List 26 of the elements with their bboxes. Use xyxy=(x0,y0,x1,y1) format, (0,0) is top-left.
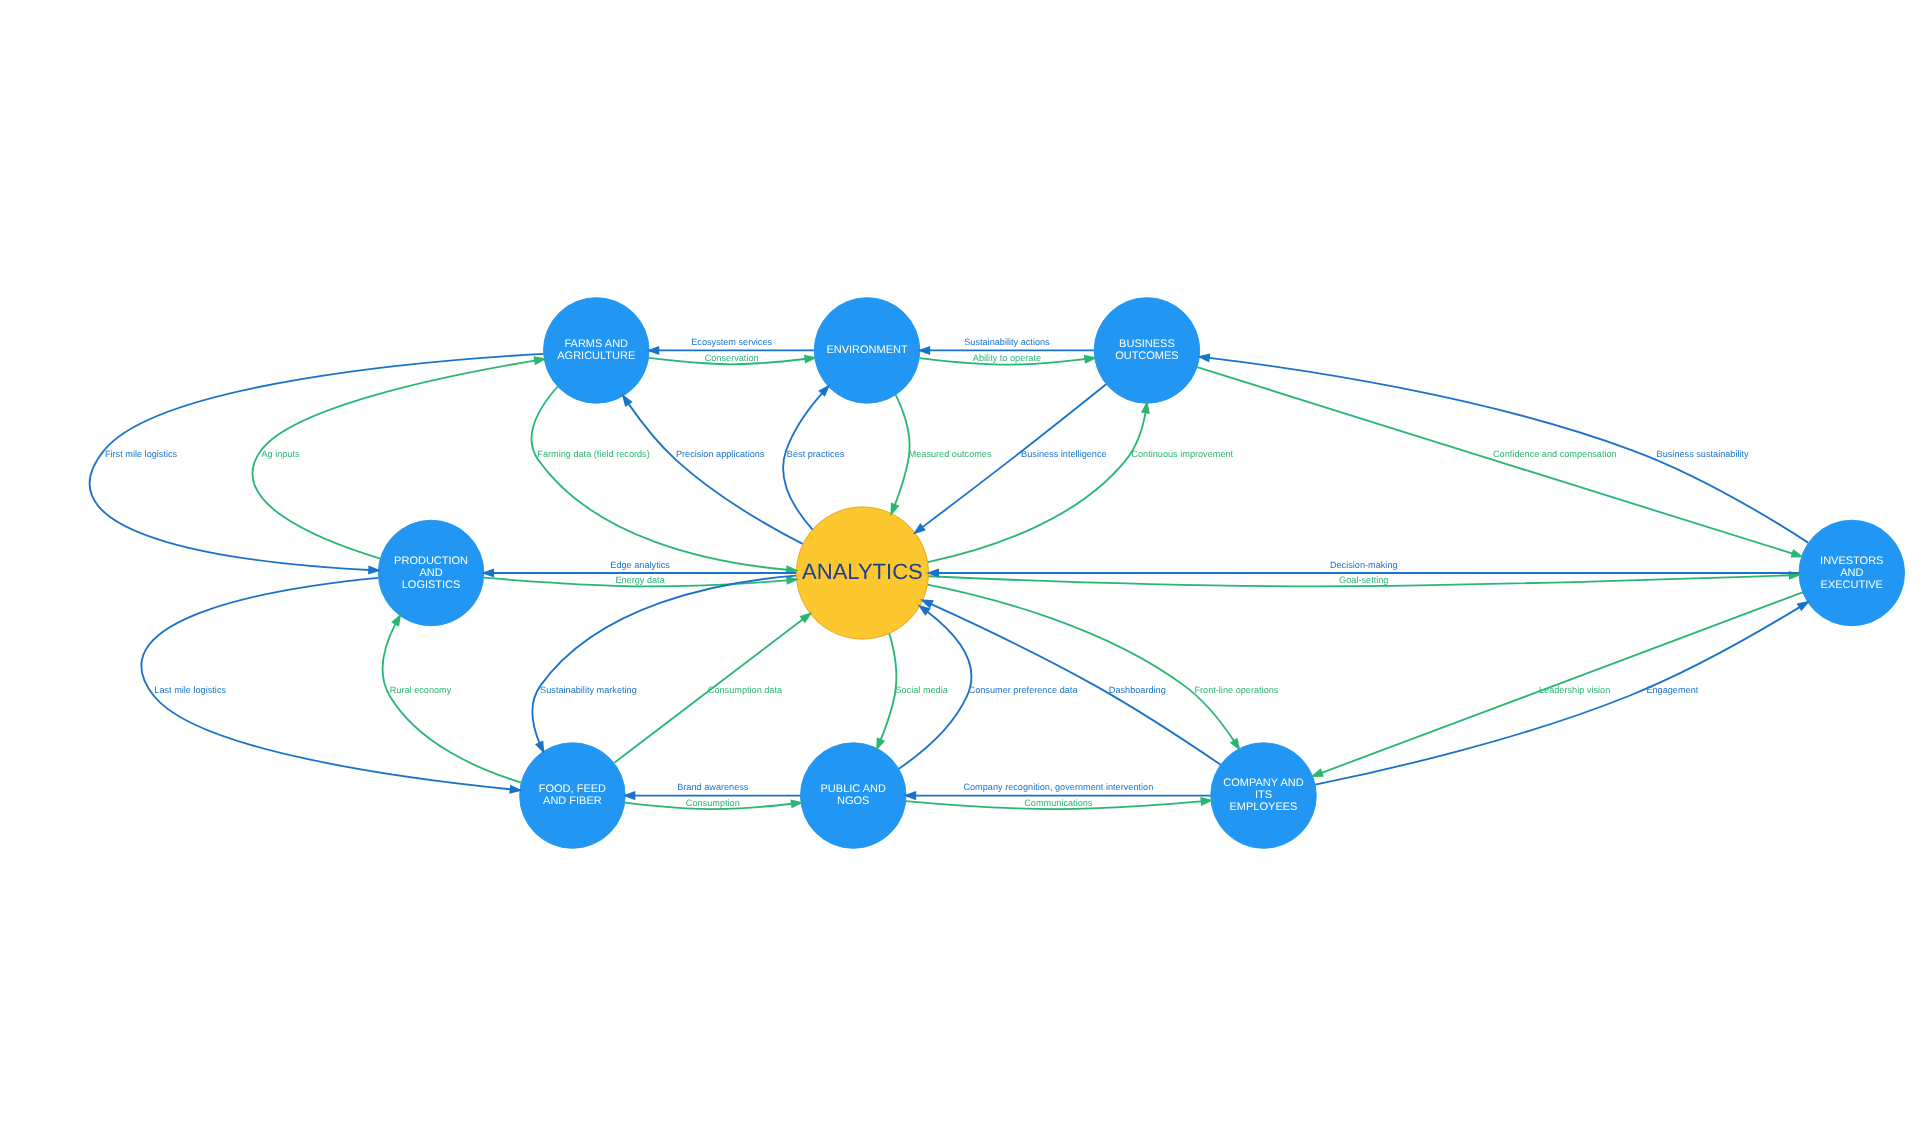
arrow xyxy=(920,598,1222,765)
arrow xyxy=(903,790,1212,800)
arrow xyxy=(621,392,804,544)
arrow xyxy=(912,382,1108,534)
arrow xyxy=(782,383,831,530)
arrow xyxy=(613,610,813,763)
arrow xyxy=(623,798,804,810)
arrow xyxy=(251,355,547,559)
arrow xyxy=(531,573,798,753)
arrow xyxy=(646,344,815,354)
arrow xyxy=(917,344,1095,354)
arrow xyxy=(926,582,1241,751)
arrow xyxy=(926,399,1150,562)
arrow xyxy=(622,790,802,800)
arrow xyxy=(140,576,523,793)
arrow xyxy=(530,384,799,574)
arrow xyxy=(381,612,523,783)
arrow xyxy=(483,574,800,587)
arrow xyxy=(647,353,818,365)
arrow xyxy=(890,392,911,516)
arrow xyxy=(918,353,1098,365)
arrow xyxy=(875,631,898,750)
arrow xyxy=(481,567,797,577)
arrow xyxy=(89,351,545,574)
arrow xyxy=(905,795,1214,809)
arrow xyxy=(897,603,973,769)
